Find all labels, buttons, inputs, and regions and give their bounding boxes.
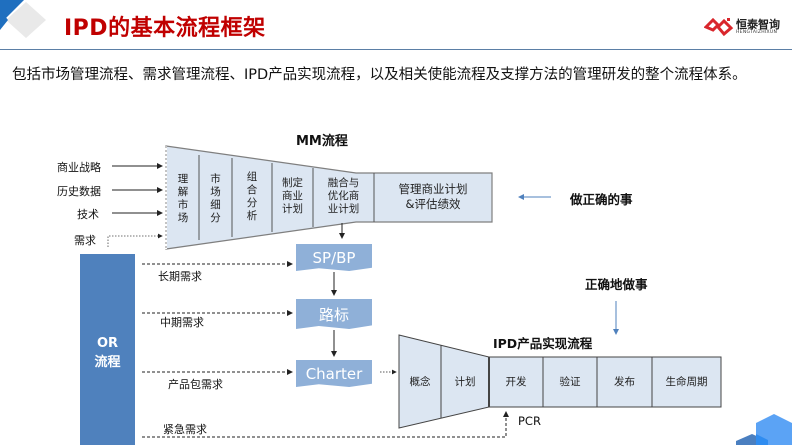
- ipd-stage-concept[interactable]: 概念: [409, 375, 431, 388]
- ipd-stage-release[interactable]: 发布: [614, 375, 635, 388]
- mm-process-title: MM流程: [296, 134, 348, 149]
- mm-input-business-strategy: 商业战略: [57, 161, 101, 174]
- do-right-things-annotation: 做正确的事: [570, 192, 633, 207]
- or-process-box[interactable]: OR 流程: [80, 254, 135, 445]
- ipd-process-title: IPD产品实现流程: [493, 336, 593, 351]
- roadmap-flag[interactable]: 路标: [296, 299, 372, 329]
- mm-stage-define-business-plan[interactable]: 制定商业计划: [282, 176, 303, 215]
- do-things-right-annotation: 正确地做事: [585, 277, 648, 292]
- mm-stage-manage-plan-evaluate[interactable]: 管理商业计划&评估绩效: [398, 182, 468, 211]
- company-logo-icon: [704, 17, 734, 37]
- or-box-line1: OR: [96, 336, 119, 351]
- company-logo-subtitle: HENGTAIZHIXUN: [736, 30, 778, 35]
- ipd-stage-develop[interactable]: 开发: [505, 375, 527, 388]
- header-divider: [0, 49, 792, 50]
- ipd-stage-lifecycle[interactable]: 生命周期: [665, 375, 708, 388]
- mm-input-requirement: 需求: [74, 234, 96, 247]
- pcr-label: PCR: [518, 414, 541, 428]
- mm-stage-portfolio-analysis[interactable]: 组合分析: [246, 171, 258, 222]
- or-output-mid-term: 中期需求: [160, 316, 204, 329]
- mm-input-history-data: 历史数据: [57, 185, 101, 198]
- mm-stage-understand-market[interactable]: 理解市场: [177, 173, 189, 224]
- mm-stage-integrate-optimize-plan[interactable]: 融合与优化商业计划: [327, 176, 360, 215]
- ipd-stage-verify[interactable]: 验证: [559, 375, 581, 388]
- header-diamond-icon: [0, 0, 46, 38]
- mm-input-technology: 技术: [77, 208, 99, 221]
- page-title: IPD的基本流程框架: [64, 16, 266, 41]
- or-box-line2: 流程: [94, 355, 121, 370]
- or-output-long-term: 长期需求: [158, 270, 202, 283]
- charter-flag[interactable]: Charter: [296, 360, 372, 387]
- or-output-urgent: 紧急需求: [163, 423, 207, 436]
- or-output-product-package: 产品包需求: [168, 378, 223, 391]
- sp-bp-flag[interactable]: SP/BP: [296, 244, 372, 271]
- intro-paragraph: 包括市场管理流程、需求管理流程、IPD产品实现流程，以及相关使能流程及支撑方法的…: [12, 67, 747, 83]
- company-logo-name: 恒泰智询: [736, 18, 780, 31]
- mm-stage-market-segment[interactable]: 市场细分: [210, 173, 221, 224]
- decorative-hexagon-icon: [736, 414, 792, 445]
- ipd-stage-plan[interactable]: 计划: [454, 375, 476, 388]
